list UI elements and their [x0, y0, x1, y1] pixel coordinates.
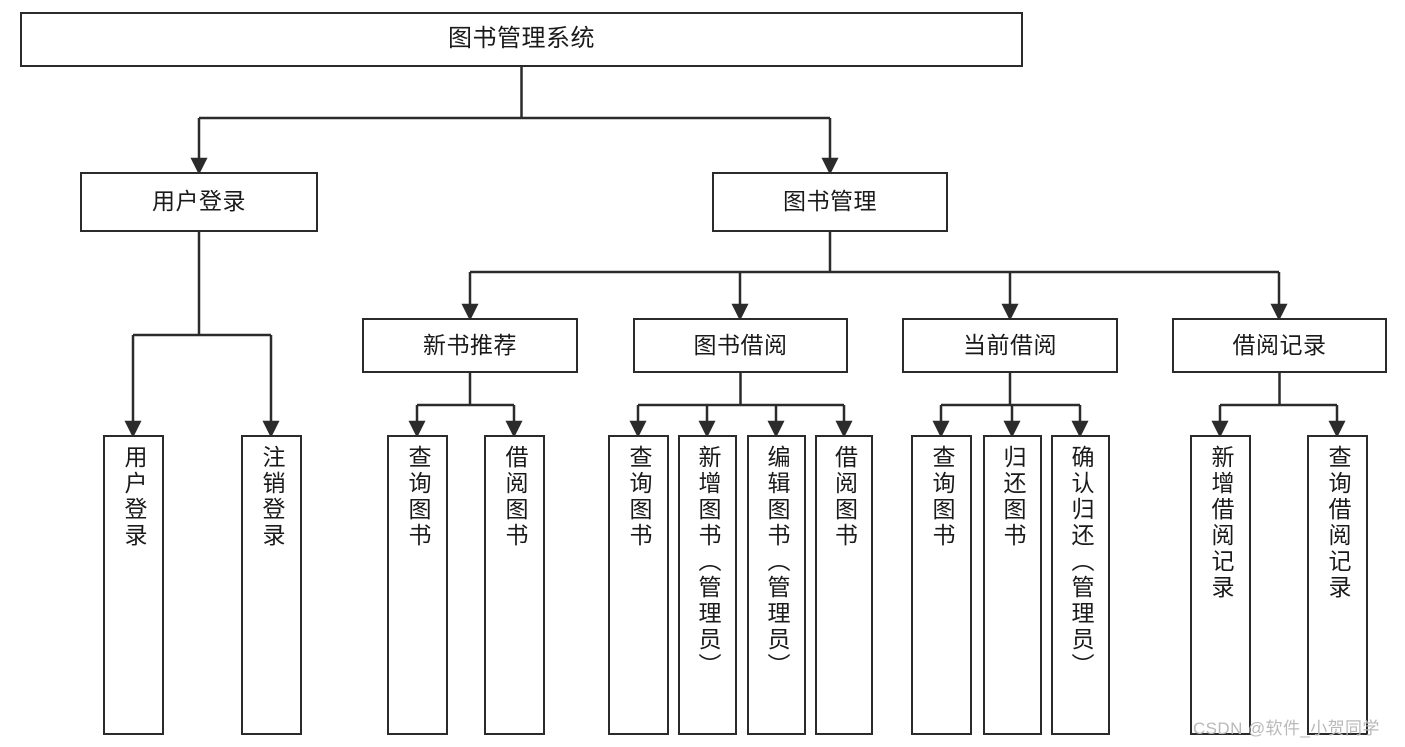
- node-label: 归还图书: [1000, 445, 1026, 549]
- node-user-login[interactable]: 用户登录: [80, 172, 318, 232]
- node-label: 借阅图书: [831, 445, 858, 549]
- node-leaf-query-record[interactable]: 查询借阅记录: [1307, 435, 1368, 735]
- node-leaf-query-book-1[interactable]: 查询图书: [387, 435, 448, 735]
- node-label: 查询图书: [626, 445, 652, 549]
- node-leaf-confirm-return[interactable]: 确认归还（管理员）: [1051, 435, 1110, 735]
- node-label: 借阅记录: [1232, 331, 1327, 358]
- node-label: 用户登录: [121, 445, 147, 549]
- node-label: 查询借阅记录: [1325, 445, 1351, 601]
- node-label: 确认归还（管理员）: [1068, 445, 1094, 679]
- edges-group: [124, 67, 1346, 438]
- node-leaf-add-book[interactable]: 新增图书（管理员）: [678, 435, 737, 735]
- node-label: 借阅图书: [502, 445, 528, 549]
- node-leaf-query-book-3[interactable]: 查询图书: [911, 435, 972, 735]
- node-current-borrow[interactable]: 当前借阅: [902, 318, 1118, 373]
- node-label: 新增图书（管理员）: [695, 445, 721, 679]
- node-book-management[interactable]: 图书管理: [712, 172, 948, 232]
- node-label: 图书管理: [783, 188, 877, 215]
- node-root-book-management-system[interactable]: 图书管理系统: [20, 12, 1023, 67]
- node-leaf-user-login[interactable]: 用户登录: [103, 435, 164, 735]
- node-label: 编辑图书（管理员）: [764, 445, 790, 679]
- node-borrow-record[interactable]: 借阅记录: [1172, 318, 1387, 373]
- node-leaf-return-book[interactable]: 归还图书: [983, 435, 1042, 735]
- node-label: 图书管理系统: [448, 25, 595, 53]
- node-label: 当前借阅: [963, 331, 1057, 358]
- node-label: 用户登录: [152, 188, 246, 215]
- node-label: 查询图书: [405, 445, 431, 549]
- node-leaf-borrow-book-2[interactable]: 借阅图书: [815, 435, 873, 735]
- node-label: 查询图书: [929, 445, 955, 549]
- node-label: 新增借阅记录: [1208, 445, 1234, 601]
- node-leaf-query-book-2[interactable]: 查询图书: [608, 435, 669, 735]
- node-label: 新书推荐: [423, 331, 517, 358]
- node-new-book-recommend[interactable]: 新书推荐: [362, 318, 578, 373]
- node-leaf-edit-book[interactable]: 编辑图书（管理员）: [747, 435, 806, 735]
- node-leaf-borrow-book-1[interactable]: 借阅图书: [484, 435, 545, 735]
- node-label: 图书借阅: [693, 331, 788, 358]
- node-leaf-logout[interactable]: 注销登录: [241, 435, 302, 735]
- node-leaf-add-record[interactable]: 新增借阅记录: [1190, 435, 1251, 735]
- node-book-borrow[interactable]: 图书借阅: [633, 318, 848, 373]
- node-label: 注销登录: [259, 445, 285, 549]
